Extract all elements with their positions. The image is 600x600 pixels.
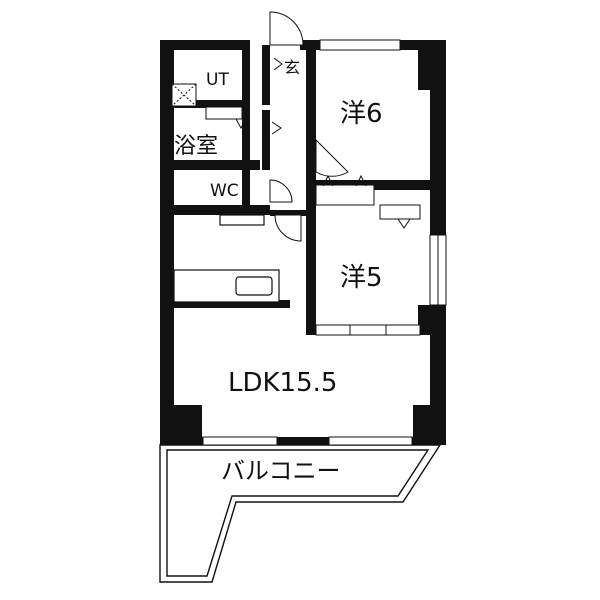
kitchen-counter	[173, 214, 280, 303]
utility-label: UT	[206, 70, 229, 90]
entrance-label: 玄	[284, 58, 300, 77]
windows	[202, 39, 447, 446]
toilet-label: WC	[210, 181, 239, 201]
western-room-1-label: 洋6	[340, 99, 383, 129]
living-label: LDK15.5	[228, 368, 337, 398]
balcony-label: バルコニー	[221, 457, 341, 485]
washing-machine-pan	[171, 83, 197, 107]
closet-markers	[235, 57, 411, 229]
exterior-walls	[160, 40, 446, 445]
door-swings	[269, 11, 349, 242]
bath-label: 浴室	[174, 134, 218, 159]
western-room-2-label: 洋5	[340, 263, 383, 293]
room-labels: UT 玄 浴室 WC 洋6 洋5 LDK15.5 バルコニー	[174, 58, 383, 485]
closets	[205, 106, 421, 336]
